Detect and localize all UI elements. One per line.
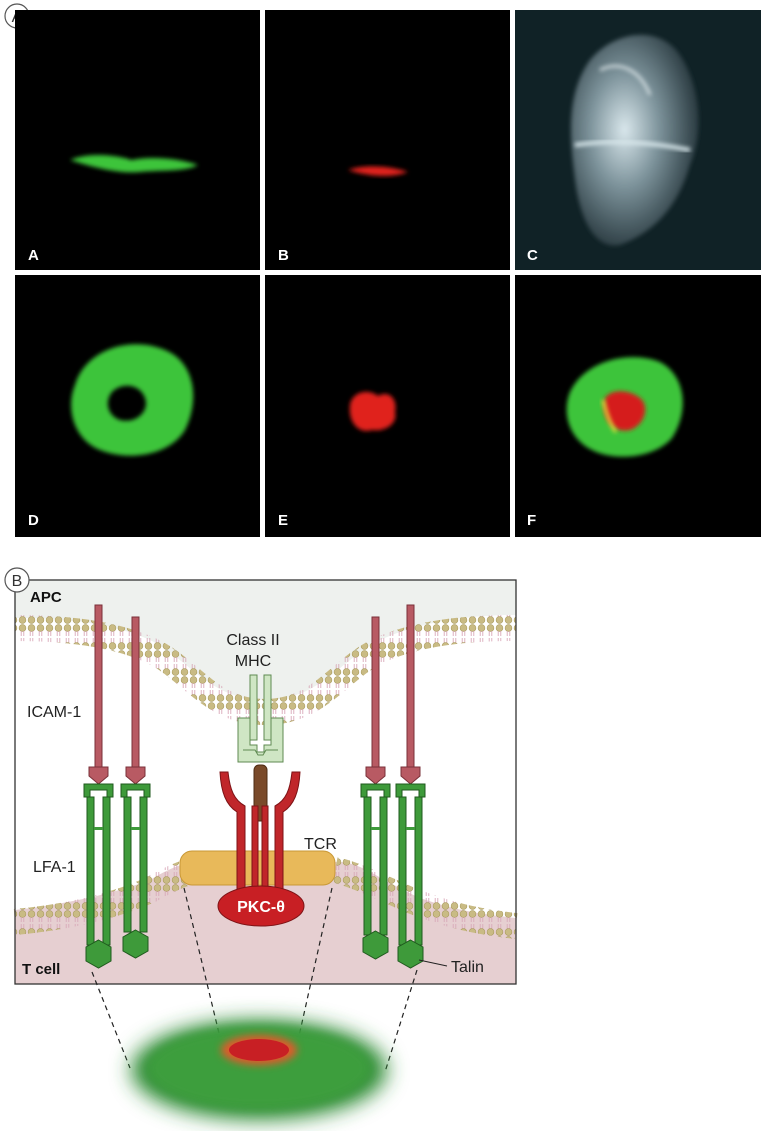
projection-lines <box>91 887 418 1073</box>
panel-letter-f: F <box>527 512 536 529</box>
talin-leader <box>418 959 448 967</box>
lfa-1-label: LFA-1 <box>33 859 76 876</box>
class-ii-mhc <box>237 674 284 763</box>
t-cell-membrane-right <box>332 857 518 939</box>
lfa-1-molecule-1 <box>83 783 114 969</box>
mhc-label: MHC <box>235 653 271 670</box>
panel-letter-e: E <box>278 512 288 529</box>
panel-letter-d: D <box>28 512 39 529</box>
red-cluster-signal <box>349 391 396 431</box>
panel-a <box>15 10 260 270</box>
icam-1-molecule-2 <box>125 616 146 785</box>
red-band-signal <box>348 166 408 176</box>
part-b: B <box>4 567 518 1120</box>
panel-b <box>265 10 510 270</box>
dic-cell-image <box>570 34 699 246</box>
t-cell-label: T cell <box>22 961 60 978</box>
green-band-signal <box>70 155 198 173</box>
part-b-badge-letter: B <box>12 573 23 590</box>
ring-center <box>107 385 146 421</box>
pkc-theta-label: PKC-θ <box>237 899 285 916</box>
icam-1-molecule-1 <box>88 604 109 785</box>
pkc-theta <box>217 885 305 927</box>
icam-1-label: ICAM-1 <box>27 704 81 721</box>
diagram-frame <box>14 579 517 985</box>
class-ii-label: Class II <box>226 632 279 649</box>
talin-label: Talin <box>451 959 484 976</box>
merged-signal <box>566 357 683 457</box>
panel-letter-b: B <box>278 247 289 264</box>
lfa-1-molecule-2 <box>120 783 151 959</box>
part-a: A A B C D E F <box>4 3 761 537</box>
part-b-badge <box>4 567 30 593</box>
icam-1-molecule-4 <box>400 604 421 785</box>
lfa-1-molecule-3 <box>360 783 391 960</box>
apc-label: APC <box>30 589 62 606</box>
immunological-synapse <box>131 1020 387 1120</box>
icam-1-molecule-3 <box>365 616 386 785</box>
tcr-label: TCR <box>304 836 337 853</box>
panel-letter-c: C <box>527 247 538 264</box>
apc-region <box>15 580 516 700</box>
panel-letter-a: A <box>28 247 39 264</box>
lfa-1-molecule-4 <box>395 783 426 969</box>
